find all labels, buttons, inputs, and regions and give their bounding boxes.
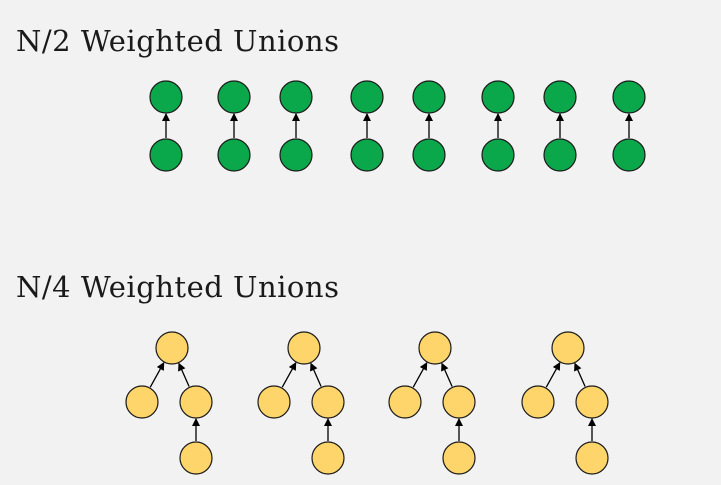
quad-edge-arrow [441, 362, 453, 387]
pair-root-node [279, 80, 313, 114]
pair-root-node [149, 80, 183, 114]
title-n-over-2: N/2 Weighted Unions [16, 24, 340, 58]
pair-trees-group [149, 80, 646, 172]
quad-root-node [418, 331, 452, 365]
quad-right-child-node [442, 385, 476, 419]
quad-left-child-node [521, 385, 555, 419]
quad-root-node [155, 331, 189, 365]
quad-left-child-node [388, 385, 422, 419]
quad-left-child-node [125, 385, 159, 419]
quad-edge-arrow [178, 362, 190, 387]
pair-child-node [412, 138, 446, 172]
pair-root-node [481, 80, 515, 114]
quad-grandchild-node [179, 441, 213, 475]
quad-edge-arrow [545, 361, 561, 388]
pair-root-node [612, 80, 646, 114]
quad-edge-arrow [574, 362, 586, 387]
pair-child-node [481, 138, 515, 172]
pair-child-node [543, 138, 577, 172]
pair-child-node [149, 138, 183, 172]
pair-child-node [279, 138, 313, 172]
title-n-over-4: N/4 Weighted Unions [16, 270, 340, 304]
quad-grandchild-node [311, 441, 345, 475]
quad-edge-arrow [310, 362, 322, 387]
pair-root-node [543, 80, 577, 114]
pair-child-node [612, 138, 646, 172]
pair-root-node [350, 80, 384, 114]
quad-trees-group [125, 331, 609, 475]
quad-edge-arrow [412, 361, 428, 388]
quad-left-child-node [257, 385, 291, 419]
quad-root-node [551, 331, 585, 365]
quad-edge-arrow [149, 361, 165, 388]
pair-root-node [412, 80, 446, 114]
pair-child-node [217, 138, 251, 172]
quad-grandchild-node [442, 441, 476, 475]
quad-right-child-node [311, 385, 345, 419]
quad-grandchild-node [575, 441, 609, 475]
quad-right-child-node [575, 385, 609, 419]
pair-root-node [217, 80, 251, 114]
quad-root-node [287, 331, 321, 365]
pair-child-node [350, 138, 384, 172]
quad-edge-arrow [281, 361, 297, 388]
quad-right-child-node [179, 385, 213, 419]
